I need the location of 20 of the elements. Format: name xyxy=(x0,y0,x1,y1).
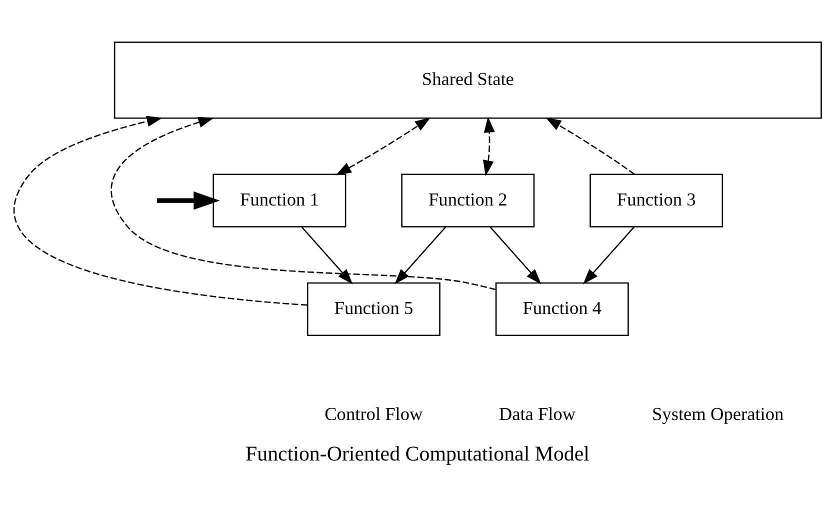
legend-label: Data Flow xyxy=(498,404,576,424)
arrow xyxy=(490,226,542,284)
legend-label: Control Flow xyxy=(324,404,423,424)
arrow xyxy=(394,226,446,284)
arrow xyxy=(14,115,308,306)
legend-label: System Operation xyxy=(652,404,784,424)
arrow xyxy=(582,226,634,284)
node-box: Function 4 xyxy=(495,282,629,336)
node-box: Function 1 xyxy=(212,173,346,227)
arrow xyxy=(156,190,220,210)
arrow xyxy=(110,116,496,290)
node-box: Function 3 xyxy=(590,173,724,227)
caption: Function-Oriented Computational Model xyxy=(246,441,590,466)
arrow xyxy=(301,226,353,284)
node-box: Shared State xyxy=(114,41,822,118)
node-box: Function 2 xyxy=(401,173,535,227)
arrow xyxy=(546,116,635,174)
arrow xyxy=(482,116,495,176)
arrow xyxy=(336,116,431,175)
node-box: Function 5 xyxy=(306,282,440,336)
